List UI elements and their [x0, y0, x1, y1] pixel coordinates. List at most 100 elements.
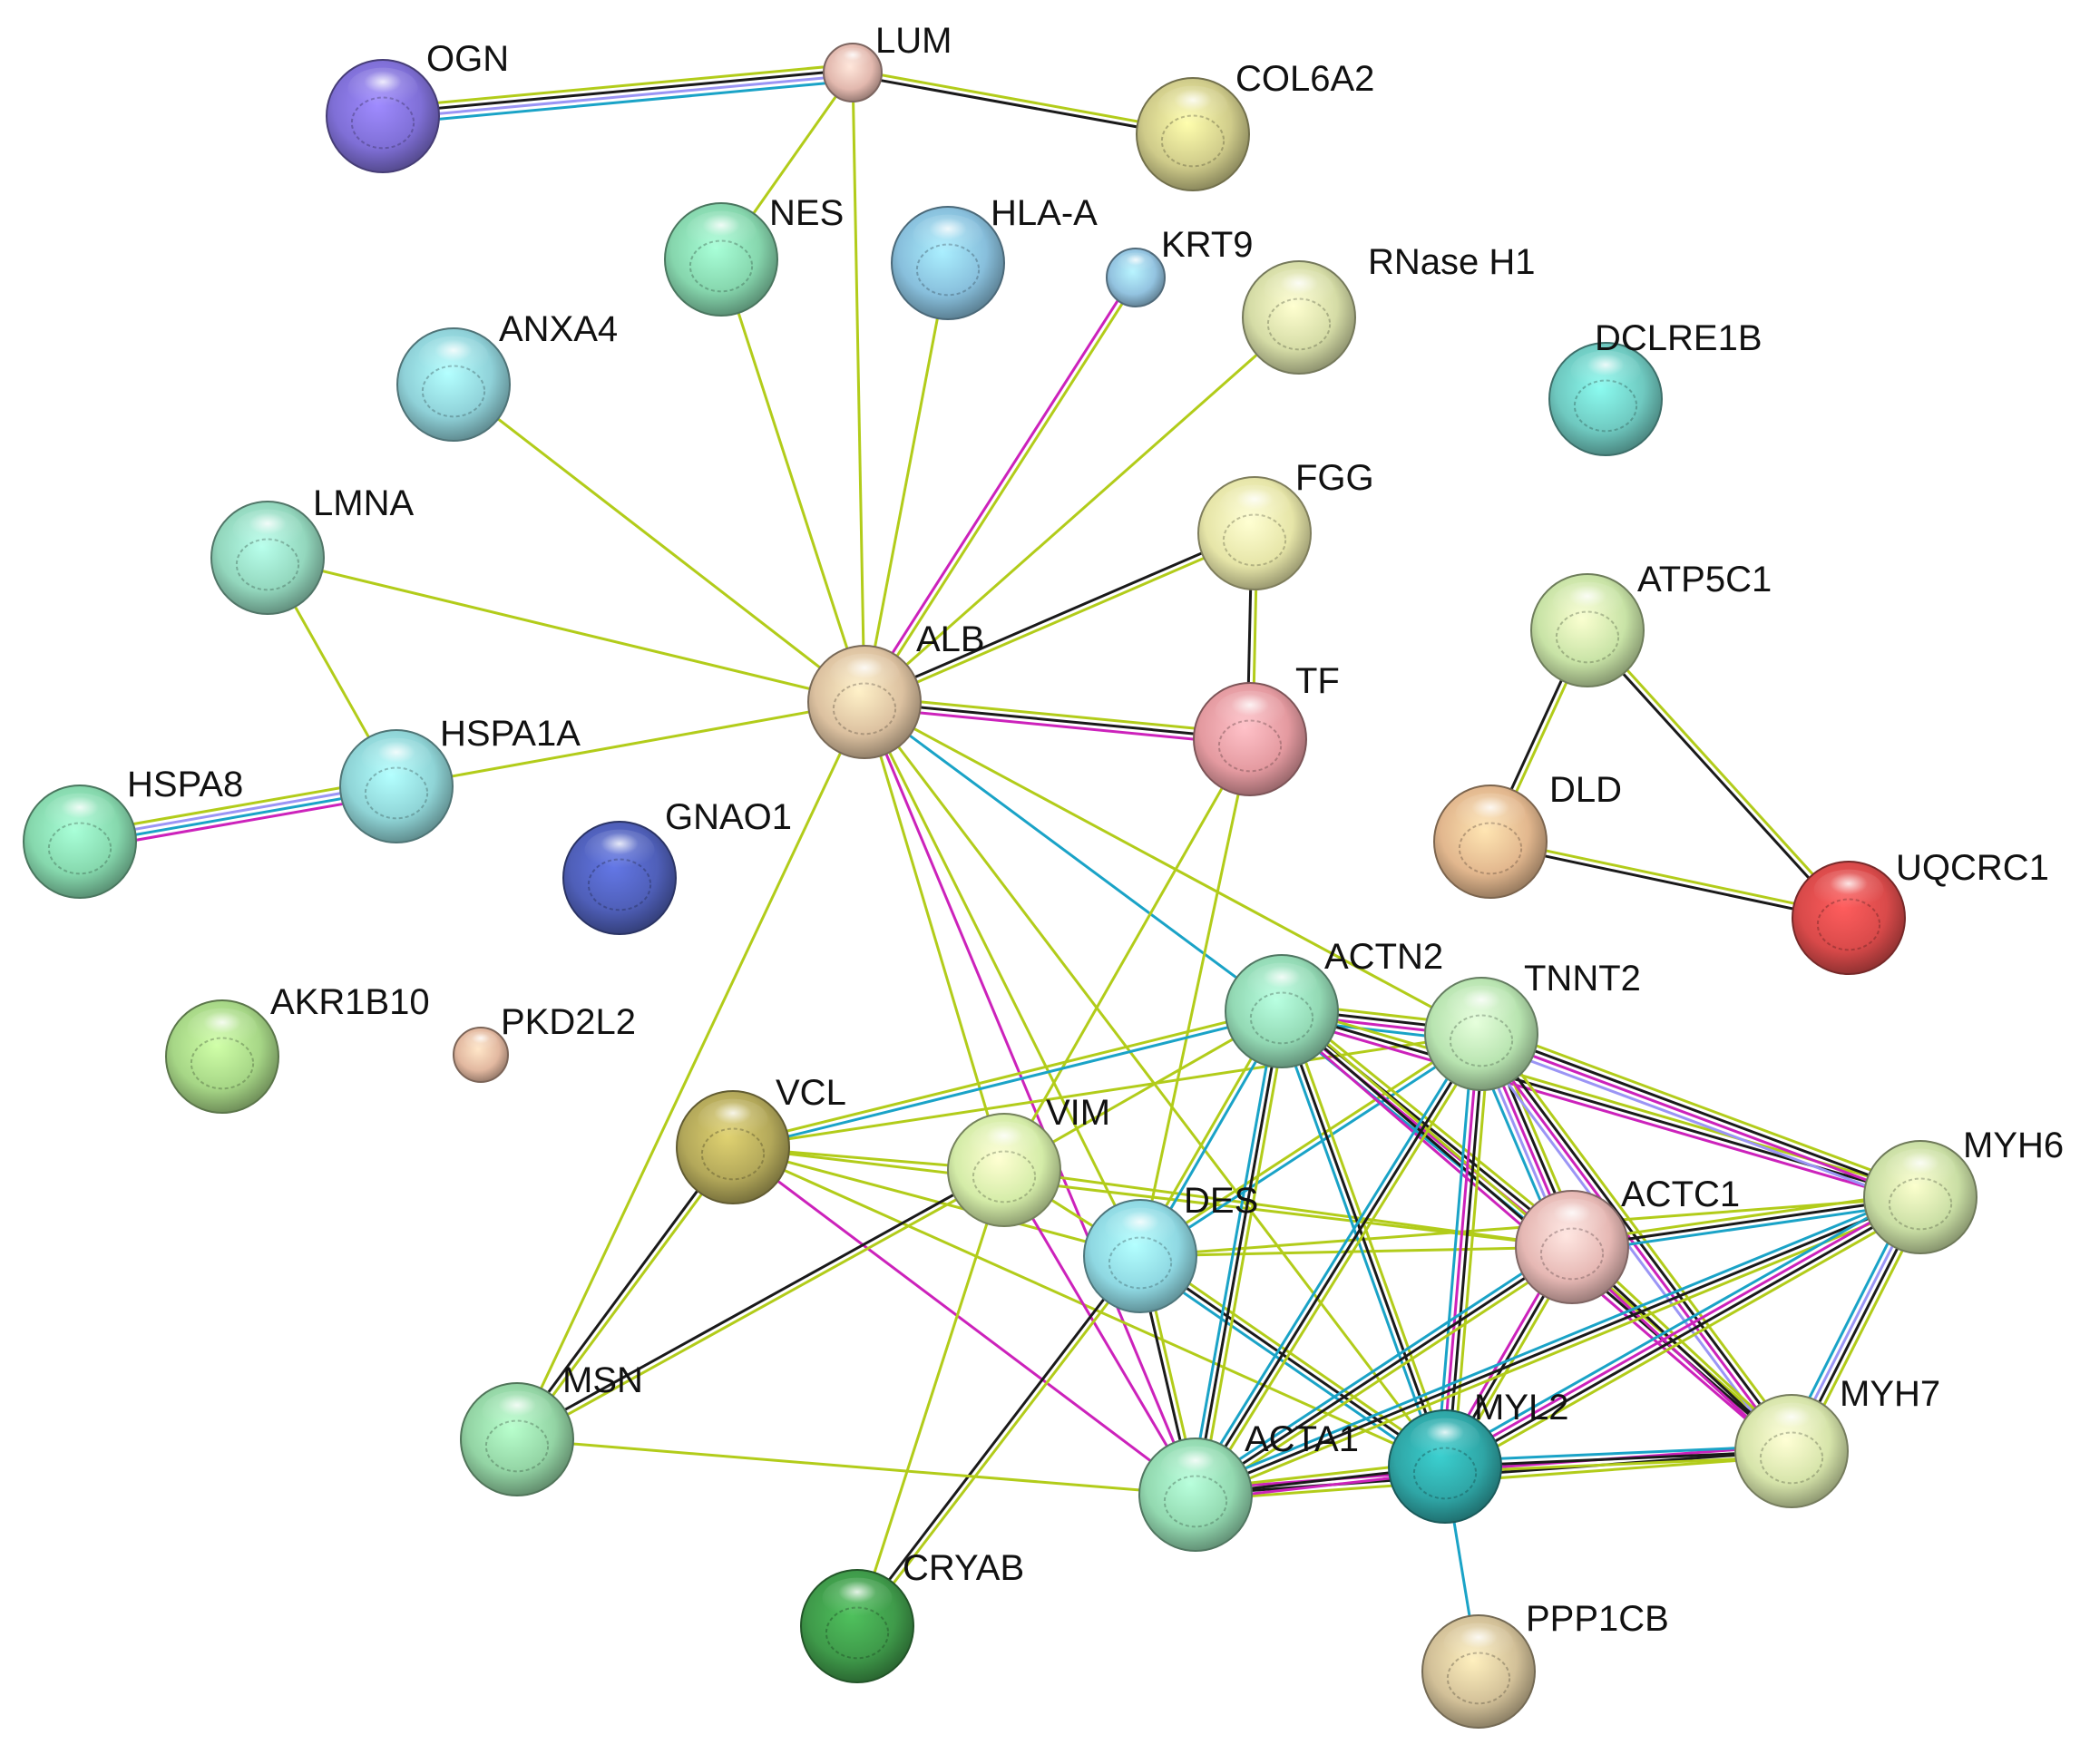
edge-line-experiments — [1002, 1169, 1197, 1496]
edge-line-textmining — [732, 1145, 1446, 1468]
node-tf[interactable]: TF — [1193, 661, 1340, 796]
node-myh6[interactable]: MYH6 — [1863, 1126, 2064, 1254]
node-label: KRT9 — [1161, 225, 1254, 265]
node-label: HSPA8 — [127, 765, 243, 804]
edge-line-coexpression — [1194, 1010, 1284, 1496]
protein-structure-icon — [47, 822, 112, 875]
edge-line-database — [733, 1012, 1284, 1152]
node-acta1[interactable]: ACTA1 — [1138, 1419, 1359, 1552]
node-label: TNNT2 — [1524, 959, 1641, 999]
node-rnase-h1[interactable]: RNase H1 — [1242, 242, 1536, 375]
edge-line-textmining — [382, 63, 853, 110]
edge-line-textmining — [732, 1032, 1482, 1149]
node-highlight — [1215, 690, 1285, 732]
edge-vcl-actn2 — [731, 1007, 1284, 1152]
edge-alb-vim — [863, 701, 1006, 1171]
node-highlight — [686, 210, 757, 252]
edge-des-cryab — [854, 1253, 1144, 1629]
edge-anxa4-alb — [453, 383, 865, 704]
edge-vcl-myl2 — [732, 1145, 1446, 1468]
node-actn2[interactable]: ACTN2 — [1225, 937, 1443, 1068]
node-myh7[interactable]: MYH7 — [1734, 1374, 1940, 1508]
node-alb[interactable]: ALB — [807, 619, 985, 759]
node-label: HSPA1A — [440, 714, 581, 754]
edge-line-coexpression — [1584, 631, 1848, 921]
edge-line-textmining — [864, 316, 1300, 704]
edge-line-experiments — [732, 1145, 1196, 1496]
edge-line-textmining — [863, 262, 950, 703]
node-msn[interactable]: MSN — [460, 1360, 643, 1496]
node-fgg[interactable]: FGG — [1197, 458, 1374, 590]
node-highlight — [1118, 252, 1154, 274]
node-dld[interactable]: DLD — [1433, 770, 1622, 899]
node-hspa1a[interactable]: HSPA1A — [339, 714, 581, 843]
edge-line-textmining — [855, 1169, 1006, 1627]
node-dclre1b[interactable]: DCLRE1B — [1548, 318, 1763, 456]
edge-line-coexpression — [864, 700, 1251, 741]
node-vcl[interactable]: VCL — [676, 1073, 846, 1204]
node-label: MSN — [562, 1360, 643, 1400]
node-des[interactable]: DES — [1083, 1181, 1258, 1313]
protein-structure-icon — [350, 96, 415, 150]
node-hla-a[interactable]: HLA-A — [891, 193, 1098, 320]
node-actc1[interactable]: ACTC1 — [1515, 1174, 1740, 1304]
protein-structure-icon — [1449, 1014, 1514, 1067]
edge-vim-cryab — [855, 1169, 1006, 1627]
node-highlight — [418, 336, 489, 377]
node-label: OGN — [426, 39, 509, 79]
node-highlight — [187, 1008, 258, 1049]
protein-structure-icon — [421, 365, 486, 418]
edge-alb-tf — [864, 695, 1251, 746]
node-uqcrc1[interactable]: UQCRC1 — [1792, 848, 2049, 975]
edge-line-textmining — [515, 701, 866, 1440]
node-ogn[interactable]: OGN — [326, 39, 509, 173]
edge-line-textmining — [858, 1256, 1144, 1629]
edge-des-myl2 — [1136, 1250, 1450, 1473]
node-label: GNAO1 — [665, 797, 792, 837]
node-myl2[interactable]: MYL2 — [1388, 1388, 1569, 1524]
node-col6a2[interactable]: COL6A2 — [1136, 59, 1374, 191]
node-highlight — [1219, 484, 1290, 526]
node-highlight — [1157, 85, 1228, 127]
edge-msn-acta1 — [516, 1438, 1196, 1496]
node-highlight — [835, 47, 871, 69]
edge-line-homology — [1478, 1040, 1919, 1206]
edge-line-database — [1136, 1259, 1443, 1473]
node-highlight — [1446, 985, 1517, 1027]
node-akr1b10[interactable]: AKR1B10 — [165, 982, 430, 1114]
node-highlight — [1160, 1446, 1231, 1487]
node-hspa8[interactable]: HSPA8 — [23, 765, 243, 899]
edge-line-textmining — [395, 700, 865, 788]
edge-line-textmining — [1138, 738, 1252, 1257]
node-pkd2l2[interactable]: PKD2L2 — [453, 1002, 636, 1083]
edge-lum-alb — [851, 72, 866, 703]
edge-line-textmining — [865, 278, 1139, 705]
node-lmna[interactable]: LMNA — [210, 483, 414, 615]
edge-alb-tnnt2 — [864, 700, 1482, 1036]
node-highlight — [1264, 268, 1334, 310]
node-vim[interactable]: VIM — [947, 1093, 1110, 1227]
edge-line-experiments — [1440, 1033, 1480, 1467]
node-highlight — [1756, 1402, 1827, 1444]
node-tnnt2[interactable]: TNNT2 — [1424, 959, 1641, 1091]
node-anxa4[interactable]: ANXA4 — [396, 309, 618, 442]
edge-line-database — [1188, 1009, 1278, 1495]
node-label: MYH7 — [1840, 1374, 1940, 1414]
node-atp5c1[interactable]: ATP5C1 — [1530, 560, 1772, 687]
node-ppp1cb[interactable]: PPP1CB — [1421, 1599, 1669, 1729]
edge-line-coexpression — [514, 1166, 1004, 1438]
node-label: DLD — [1549, 770, 1622, 810]
edge-line-textmining — [1570, 1190, 1920, 1243]
node-krt9[interactable]: KRT9 — [1106, 225, 1254, 307]
node-label: ACTC1 — [1621, 1174, 1740, 1214]
node-cryab[interactable]: CRYAB — [800, 1548, 1024, 1683]
node-lum[interactable]: LUM — [823, 21, 952, 102]
edge-line-experiments — [863, 701, 1197, 1496]
node-gnao1[interactable]: GNAO1 — [562, 797, 792, 935]
node-nes[interactable]: NES — [664, 193, 844, 317]
edge-line-coexpression — [1194, 1033, 1483, 1496]
protein-structure-icon — [700, 1127, 766, 1181]
edge-line-coexpression — [1139, 1254, 1446, 1468]
edge-vcl-actc1 — [732, 1145, 1573, 1249]
